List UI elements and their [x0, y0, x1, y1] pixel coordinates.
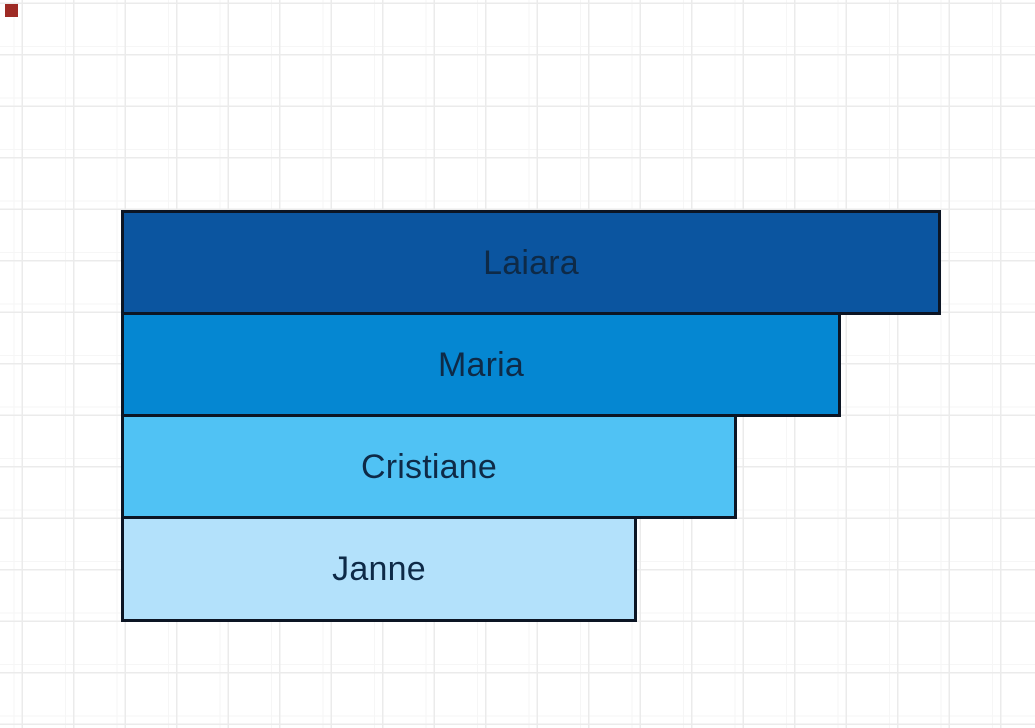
red-corner-marker	[5, 4, 18, 17]
bar-label-laiara: Laiara	[483, 243, 579, 282]
funnel-bar-cristiane[interactable]: Cristiane	[121, 414, 737, 519]
bar-label-cristiane: Cristiane	[361, 447, 497, 486]
funnel-bar-janne[interactable]: Janne	[121, 516, 637, 622]
funnel-bar-maria[interactable]: Maria	[121, 312, 841, 417]
bar-label-maria: Maria	[437, 345, 525, 384]
bar-label-janne: Janne	[332, 550, 426, 588]
funnel-bar-laiara[interactable]: Laiara	[121, 210, 941, 315]
